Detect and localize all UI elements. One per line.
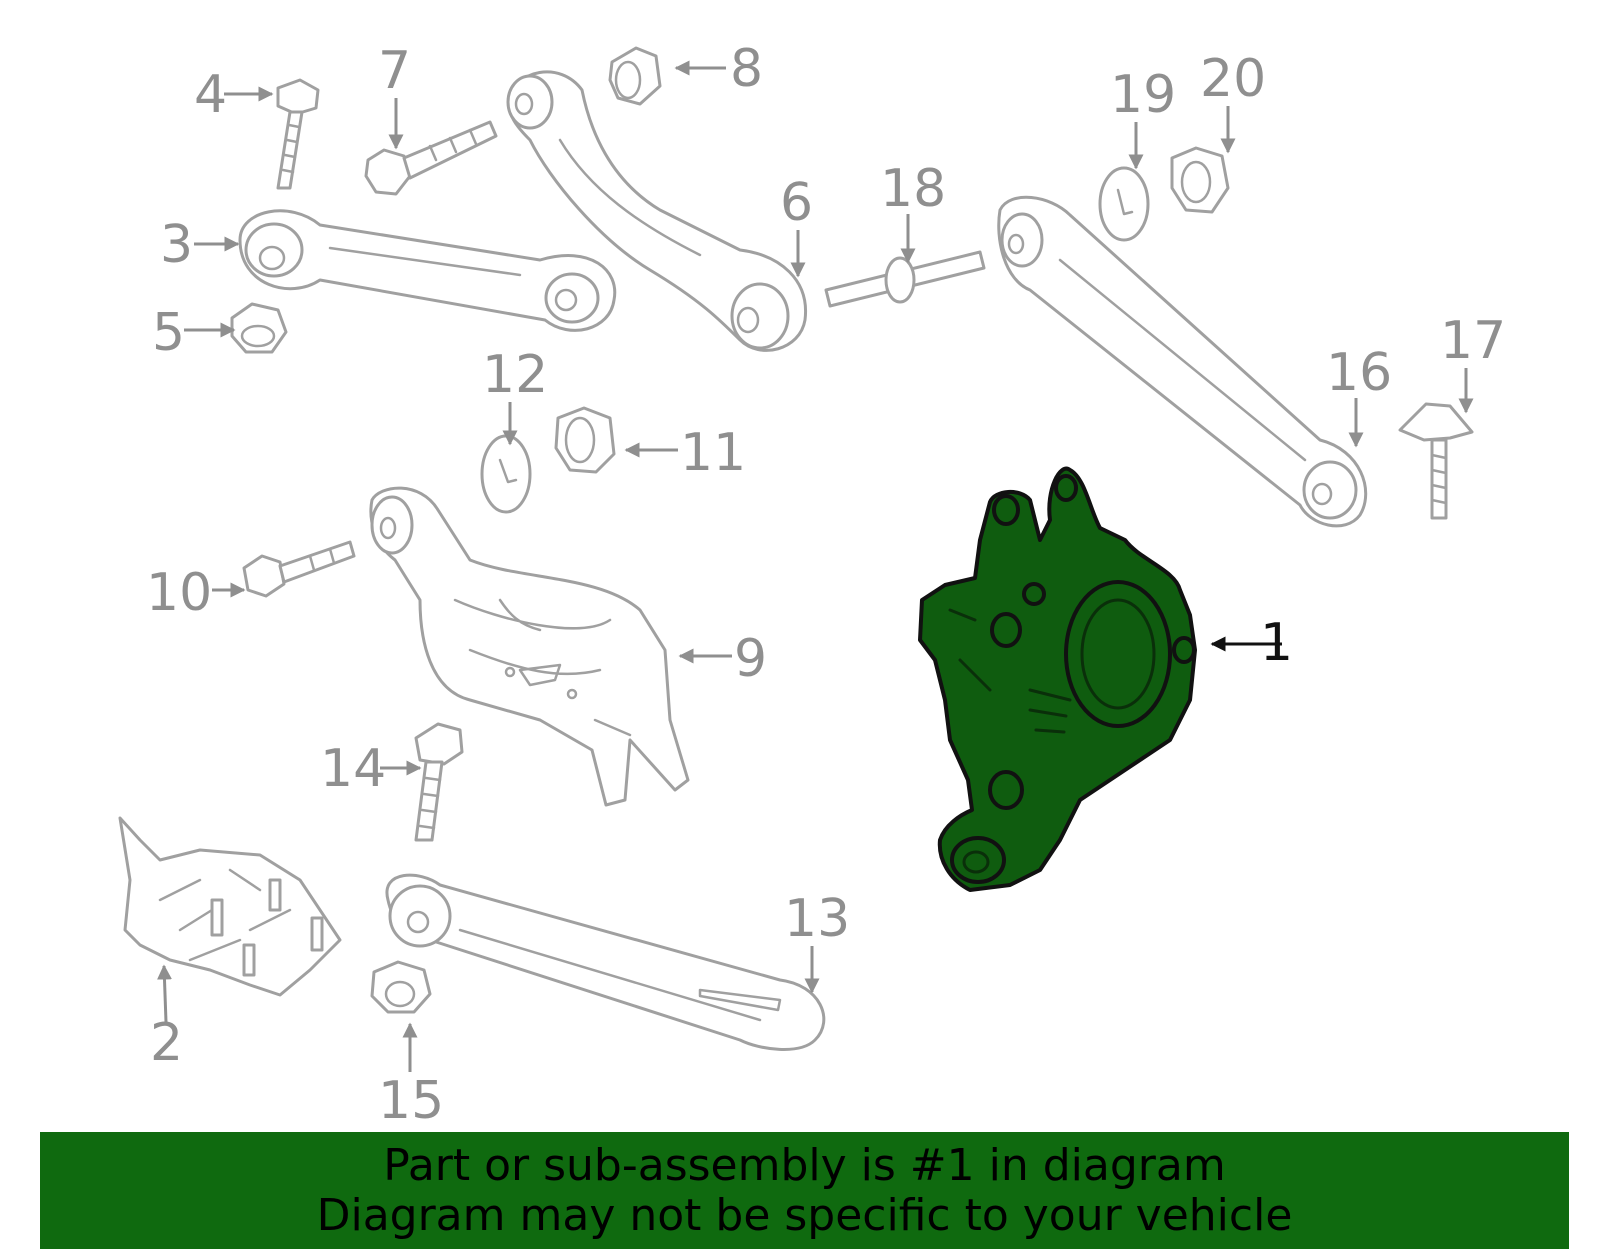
part-14-bolt[interactable] [414,722,464,842]
part-2-heat-shield[interactable] [118,816,342,997]
callout-8[interactable]: 8 [730,39,763,99]
callout-3[interactable]: 3 [160,215,193,275]
banner-line-1: Part or sub-assembly is #1 in diagram [383,1139,1226,1191]
part-15-nut[interactable] [370,960,432,1014]
callout-5[interactable]: 5 [152,303,185,363]
callout-4[interactable]: 4 [194,65,227,125]
callout-lines [156,60,1474,1072]
callout-9[interactable]: 9 [734,629,767,689]
callout-10[interactable]: 10 [146,563,212,623]
part-6-control-arm[interactable] [506,70,808,352]
info-banner: Part or sub-assembly is #1 in diagram Di… [40,1132,1569,1249]
part-1-knuckle[interactable] [918,466,1197,892]
callout-12[interactable]: 12 [482,345,548,405]
part-18-bolt[interactable] [824,250,986,308]
part-8-nut[interactable] [608,46,662,106]
callout-20[interactable]: 20 [1200,49,1266,109]
part-12-washer[interactable] [480,434,532,514]
part-3-control-arm[interactable] [238,209,617,332]
part-13-control-arm[interactable] [385,873,826,1051]
part-4-bolt[interactable] [276,78,320,190]
part-17-bolt[interactable] [1398,402,1474,520]
callout-11[interactable]: 11 [680,423,746,483]
callout-7[interactable]: 7 [378,41,411,101]
callout-18[interactable]: 18 [880,159,946,219]
callout-15[interactable]: 15 [378,1071,444,1131]
callout-6[interactable]: 6 [780,173,813,233]
part-10-bolt[interactable] [242,540,356,598]
part-5-nut[interactable] [230,302,288,354]
part-9-carrier[interactable] [369,486,690,807]
part-19-washer[interactable] [1098,166,1150,242]
callout-numbers: 1 2 3 4 5 6 7 8 9 10 11 12 13 14 15 16 1… [146,39,1506,1131]
callout-17[interactable]: 17 [1440,311,1506,371]
part-20-nut[interactable] [1170,146,1230,214]
callout-14[interactable]: 14 [320,739,386,799]
part-16-control-arm[interactable] [997,195,1368,528]
part-11-nut[interactable] [554,406,616,474]
part-7-bolt[interactable] [364,120,498,196]
callout-13[interactable]: 13 [784,889,850,949]
banner-line-2: Diagram may not be specific to your vehi… [316,1189,1293,1241]
callout-2[interactable]: 2 [150,1013,183,1073]
callout-16[interactable]: 16 [1326,343,1392,403]
callout-1[interactable]: 1 [1260,613,1293,673]
callout-19[interactable]: 19 [1110,65,1176,125]
